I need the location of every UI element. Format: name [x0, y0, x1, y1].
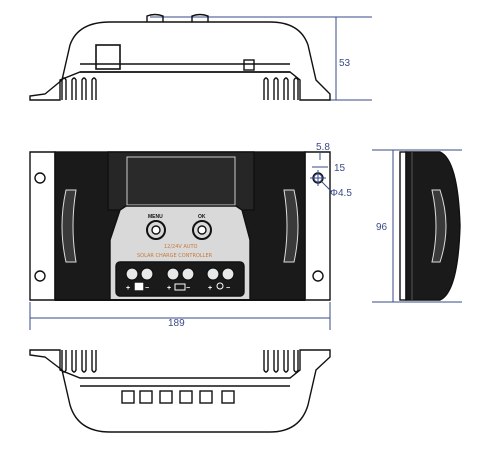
- mount-hole-tl: [34, 172, 46, 184]
- dim-offset-small: 5.8: [316, 142, 330, 153]
- lcd-screen: [126, 156, 236, 206]
- side-body: [405, 151, 461, 301]
- top-view: [29, 13, 372, 101]
- solar-panel-icon: [134, 282, 144, 291]
- side-grip: [431, 189, 447, 263]
- dim-height-side: 96: [376, 222, 388, 233]
- mount-hole-br: [312, 270, 324, 282]
- bulb-icon: [216, 282, 224, 290]
- terminal-solar-plus[interactable]: [125, 267, 139, 281]
- dim-offset-hole: 15: [334, 163, 346, 174]
- terminal-solar-minus[interactable]: [140, 267, 154, 281]
- battery-plus-label: +: [167, 285, 171, 292]
- terminal-screws: [125, 267, 235, 281]
- top-body-outline: [29, 21, 331, 101]
- mount-hole-bl: [34, 270, 46, 282]
- top-knob-left: [146, 13, 164, 22]
- load-minus-label: −: [226, 285, 230, 292]
- bottom-body-outline: [29, 349, 331, 433]
- top-fins-right: [263, 77, 299, 100]
- ok-button-inner: [197, 225, 207, 235]
- top-square-window: [95, 44, 121, 70]
- bottom-terminal-tabs: [121, 390, 235, 404]
- dim-height-top: 53: [339, 58, 351, 69]
- bottom-view: [29, 349, 331, 433]
- subtitle-text: SOLAR CHARGE CONTROLLER: [137, 253, 213, 259]
- bottom-fins-left: [61, 350, 97, 373]
- terminal-battery-minus[interactable]: [181, 267, 195, 281]
- solar-minus-label: −: [145, 285, 149, 292]
- battery-minus-label: −: [186, 285, 190, 292]
- hole-callouts: [310, 152, 333, 193]
- left-grip: [61, 189, 77, 263]
- model-text: 12/24V AUTO: [164, 244, 198, 250]
- menu-button-inner: [151, 225, 161, 235]
- bottom-fins-right: [263, 350, 299, 373]
- dim-hole-diameter: Φ4.5: [330, 188, 352, 199]
- terminal-load-minus[interactable]: [221, 267, 235, 281]
- terminal-battery-plus[interactable]: [166, 267, 180, 281]
- side-flange: [399, 151, 407, 301]
- dim-width: 189: [168, 318, 185, 329]
- right-grip: [283, 189, 299, 263]
- menu-label: MENU: [148, 214, 163, 220]
- front-view: [29, 151, 331, 301]
- width-dimension: [29, 302, 331, 330]
- battery-icon: [174, 283, 186, 291]
- load-plus-label: +: [208, 285, 212, 292]
- side-view: [372, 149, 462, 303]
- top-knob-right: [191, 13, 209, 22]
- ok-label: OK: [198, 214, 206, 220]
- top-fins-left: [61, 77, 97, 100]
- solar-plus-label: +: [126, 285, 130, 292]
- top-small-rect: [243, 59, 255, 71]
- terminal-load-plus[interactable]: [206, 267, 220, 281]
